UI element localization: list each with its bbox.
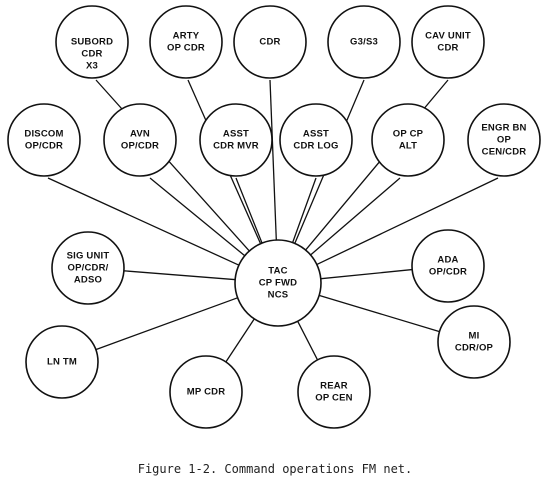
link-opcp — [309, 177, 401, 257]
node-label-ada: OP/CDR — [429, 267, 467, 278]
node-label-mi: CDR/OP — [455, 343, 494, 354]
node-circle-cdr — [233, 5, 307, 79]
node-label-asstmvr: CDR MVR — [213, 141, 259, 152]
link-discom — [47, 177, 241, 267]
node-circle-g3s3 — [327, 5, 401, 79]
node-circle-arty — [149, 5, 223, 79]
node-label-engr: CEN/CDR — [482, 147, 527, 158]
node-label-tac: CP FWD — [259, 278, 298, 289]
node-label-cdr: CDR — [259, 37, 280, 48]
node-circle-asstmvr — [199, 103, 273, 177]
node-label-subord: CDR — [81, 49, 102, 60]
node-label-cav: CDR — [437, 43, 458, 54]
node-circle-engr — [467, 103, 541, 177]
node-g3s3: G3/S3 — [327, 5, 401, 79]
node-circle-subord — [55, 5, 129, 79]
node-circle-opcp — [371, 103, 445, 177]
node-circle-cav — [411, 5, 485, 79]
net-links — [47, 79, 499, 363]
node-label-subord: X3 — [86, 61, 98, 72]
link-sig — [123, 270, 237, 281]
node-label-lntm: LN TM — [47, 357, 77, 368]
node-circle-mpcdr — [169, 355, 243, 429]
link-mi — [318, 294, 440, 333]
link-mpcdr — [225, 317, 256, 363]
node-label-opcp: ALT — [399, 141, 417, 152]
node-circle-tac — [234, 239, 322, 327]
node-label-rear: REAR — [320, 381, 348, 392]
node-label-opcp: OP CP — [393, 129, 424, 140]
link-lntm — [95, 296, 239, 351]
link-engr — [315, 177, 499, 266]
node-label-cav: CAV UNIT — [425, 31, 471, 42]
node-circle-avn — [103, 103, 177, 177]
node-label-arty: OP CDR — [167, 43, 205, 54]
node-label-sig: ADSO — [74, 275, 102, 286]
node-circle-asstlog — [279, 103, 353, 177]
node-circle-discom — [7, 103, 81, 177]
node-label-arty: ARTY — [173, 31, 200, 42]
node-circle-ada — [411, 229, 485, 303]
link-rear — [296, 320, 319, 361]
node-label-sig: SIG UNIT — [67, 251, 110, 262]
node-mpcdr: MP CDR — [169, 355, 243, 429]
node-label-ada: ADA — [437, 255, 458, 266]
link-avn — [149, 177, 246, 257]
node-label-asstlog: ASST — [303, 129, 329, 140]
node-label-rear: OP CEN — [315, 393, 352, 404]
link-asstlog — [291, 177, 317, 244]
node-label-tac: TAC — [268, 266, 287, 277]
node-circle-sig — [51, 231, 125, 305]
node-label-mpcdr: MP CDR — [187, 387, 226, 398]
node-circle-rear — [297, 355, 371, 429]
node-label-engr: OP — [497, 135, 512, 146]
node-circle-mi — [437, 305, 511, 379]
node-label-avn: AVN — [130, 129, 150, 140]
node-label-mi: MI — [469, 331, 480, 342]
node-label-g3s3: G3/S3 — [350, 37, 378, 48]
node-label-engr: ENGR BN — [481, 123, 526, 134]
node-label-asstmvr: ASST — [223, 129, 249, 140]
node-label-discom: DISCOM — [24, 129, 63, 140]
node-circle-lntm — [25, 325, 99, 399]
node-label-discom: OP/CDR — [25, 141, 63, 152]
figure-caption: Figure 1-2. Command operations FM net. — [137, 462, 413, 476]
node-lntm: LN TM — [25, 325, 99, 399]
node-label-subord: SUBORD — [71, 37, 113, 48]
node-label-tac: NCS — [268, 290, 289, 301]
link-asstmvr — [235, 177, 264, 245]
link-ada — [319, 268, 413, 280]
node-label-avn: OP/CDR — [121, 141, 159, 152]
node-label-asstlog: CDR LOG — [293, 141, 338, 152]
node-label-sig: OP/CDR/ — [68, 263, 109, 274]
link-cdr — [269, 79, 277, 242]
node-cdr: CDR — [233, 5, 307, 79]
